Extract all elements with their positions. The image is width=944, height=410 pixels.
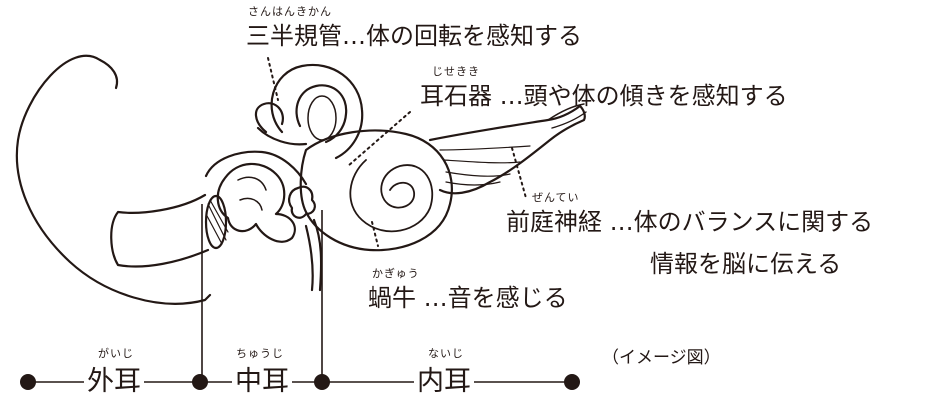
middle-ear-ruby: ちゅうじ bbox=[236, 347, 284, 360]
nerve-name: 前庭神経 bbox=[506, 208, 602, 236]
timeline-dot-start bbox=[20, 374, 36, 390]
cochlea bbox=[299, 129, 453, 252]
leader-semicircular bbox=[267, 57, 279, 101]
outer-ear-label: 外耳 bbox=[84, 368, 144, 395]
auricle-outline bbox=[15, 54, 212, 305]
semicircular-name: 三半規管 bbox=[246, 22, 342, 50]
nerve-ruby: ぜんてい bbox=[532, 191, 580, 204]
inner-ear-label: 内耳 bbox=[414, 368, 474, 395]
cochlea-ruby: かぎゅう bbox=[372, 267, 420, 280]
semicircular-ruby: さんはんきかん bbox=[248, 5, 332, 18]
semicircular-desc: …体の回転を感知する bbox=[342, 22, 582, 50]
leader-otolith bbox=[347, 111, 411, 167]
nerve-desc-line2: 情報を脳に伝える bbox=[650, 250, 842, 278]
ossicles bbox=[216, 162, 296, 243]
vestibular-nerve bbox=[428, 104, 586, 195]
ear-canal bbox=[110, 193, 210, 268]
inner-ear-ruby: ないじ bbox=[428, 347, 464, 360]
cochlea-desc: …音を感じる bbox=[416, 284, 568, 312]
eardrum bbox=[204, 194, 228, 250]
otolith-label: 耳石器 …頭や体の傾きを感知する bbox=[420, 84, 788, 108]
timeline-dot-middle-inner bbox=[314, 374, 330, 390]
timeline-dot-outer-middle bbox=[192, 374, 208, 390]
otolith-desc: …頭や体の傾きを感知する bbox=[492, 82, 788, 110]
middle-ear-label: 中耳 bbox=[232, 368, 292, 395]
semicircular-canals bbox=[270, 63, 364, 160]
leader-nerve bbox=[511, 147, 527, 199]
cochlea-label: 蝸牛 …音を感じる bbox=[368, 286, 568, 310]
auricle-inner bbox=[98, 58, 119, 90]
timeline-dot-end bbox=[564, 374, 580, 390]
image-caption: （イメージ図） bbox=[602, 348, 721, 368]
cochlea-name: 蝸牛 bbox=[368, 284, 416, 312]
otolith-name: 耳石器 bbox=[420, 82, 492, 110]
nerve-desc: …体のバランスに関する bbox=[602, 208, 874, 236]
nerve-label: 前庭神経 …体のバランスに関する bbox=[506, 210, 873, 234]
otolith-ruby: じせきき bbox=[432, 65, 480, 78]
semicircular-label: 三半規管…体の回転を感知する bbox=[246, 24, 582, 48]
outer-ear-ruby: がいじ bbox=[98, 347, 134, 360]
leader-cochlea bbox=[371, 221, 379, 247]
